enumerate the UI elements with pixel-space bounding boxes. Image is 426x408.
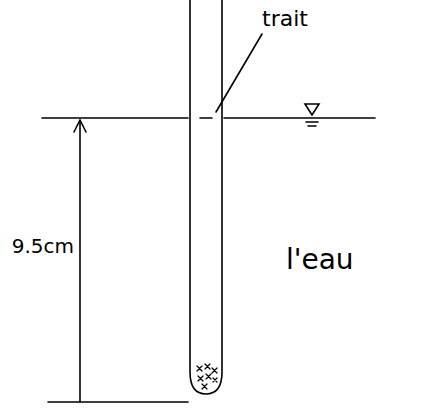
water-level-symbol: [308, 125, 316, 127]
leader-line: [216, 34, 262, 112]
tube-mark: [200, 117, 212, 119]
water-surface: [42, 117, 188, 119]
water-label: l'eau: [286, 246, 354, 274]
mark-label: trait: [262, 8, 308, 30]
water-level-symbol: [305, 104, 319, 115]
water-surface: [224, 117, 375, 119]
dimension-label: 9.5cm: [12, 236, 74, 256]
water-level-symbol: [306, 121, 318, 123]
dimension-line: [79, 121, 81, 402]
test-tube: [190, 0, 222, 394]
dimension-base: [48, 401, 188, 403]
dimension-arrow: [74, 120, 86, 132]
ballast-crosses: [197, 364, 217, 389]
